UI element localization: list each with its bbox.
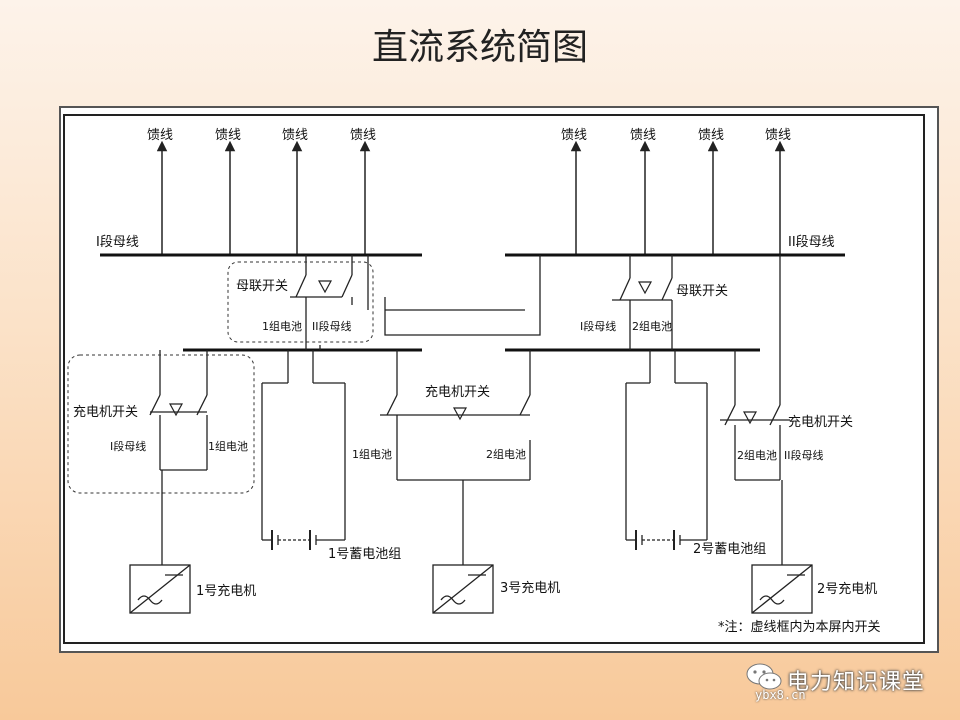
note-text: *注：虚线框内为本屏内开关 — [718, 619, 881, 635]
charger-switch-left-triangle — [168, 403, 184, 417]
watermark: 电力知识课堂 ybx8.cn — [745, 660, 945, 710]
tie-switch-right-label: 母联开关 — [676, 284, 728, 299]
feeder-label: 馈线 — [561, 128, 587, 143]
tie-switch-right-triangle — [637, 281, 653, 295]
wechat-icon — [746, 663, 782, 690]
charger-switch-mid-triangle — [452, 407, 468, 421]
tie-switch-box — [227, 261, 374, 343]
charger-switch-right-pos1: 2组电池 — [737, 448, 777, 462]
charger-switch-right-label: 充电机开关 — [788, 414, 853, 430]
charger-switch-mid-label: 充电机开关 — [425, 384, 490, 400]
watermark-brand: 电力知识课堂 — [787, 670, 926, 695]
battery-2-label: 2号蓄电池组 — [693, 542, 766, 557]
battery-group-1 — [262, 530, 345, 550]
feeder-label: 馈线 — [630, 128, 656, 143]
diagram-panel — [59, 106, 939, 653]
feeder-label: 馈线 — [765, 128, 791, 143]
charger-switch-mid-pos1: 1组电池 — [352, 447, 392, 461]
charger-switch-left-label: 充电机开关 — [73, 404, 138, 420]
tie-switch-right-pos1: I段母线 — [580, 319, 616, 333]
charger-1-label: 1号充电机 — [196, 583, 256, 599]
charger-switch-mid-pos2: 2组电池 — [486, 447, 526, 461]
watermark-site: ybx8.cn — [755, 688, 806, 702]
charger-3 — [432, 564, 494, 614]
charger-switch-left-pos1: I段母线 — [110, 439, 146, 453]
bus-2-label: II段母线 — [788, 235, 835, 250]
bus-1-label: I段母线 — [96, 235, 139, 250]
feeder-label: 馈线 — [698, 128, 724, 143]
tie-switch-left-pos1: 1组电池 — [262, 319, 302, 333]
feeder-label: 馈线 — [147, 128, 173, 143]
tie-switch-left-label: 母联开关 — [236, 279, 288, 294]
charger-3-label: 3号充电机 — [500, 580, 560, 596]
tie-switch-left-pos2: II段母线 — [312, 319, 352, 333]
charger-switch-right-triangle — [742, 411, 758, 425]
charger-1 — [129, 564, 191, 614]
feeder-label: 馈线 — [215, 128, 241, 143]
tie-switch-right-pos2: 2组电池 — [632, 319, 672, 333]
charger-2-label: 2号充电机 — [817, 581, 877, 597]
diagram-inner-border — [63, 114, 925, 644]
battery-group-2 — [626, 530, 707, 550]
charger-switch-left-pos2: 1组电池 — [208, 439, 248, 453]
page-title: 直流系统简图 — [371, 27, 588, 68]
charger-2 — [751, 564, 813, 614]
battery-1-label: 1号蓄电池组 — [328, 547, 401, 562]
feeder-label: 馈线 — [350, 128, 376, 143]
charger-switch-right-pos2: II段母线 — [784, 448, 824, 462]
charger-switch-box — [67, 354, 255, 494]
feeder-label: 馈线 — [282, 128, 308, 143]
tie-switch-left-triangle — [317, 280, 333, 294]
